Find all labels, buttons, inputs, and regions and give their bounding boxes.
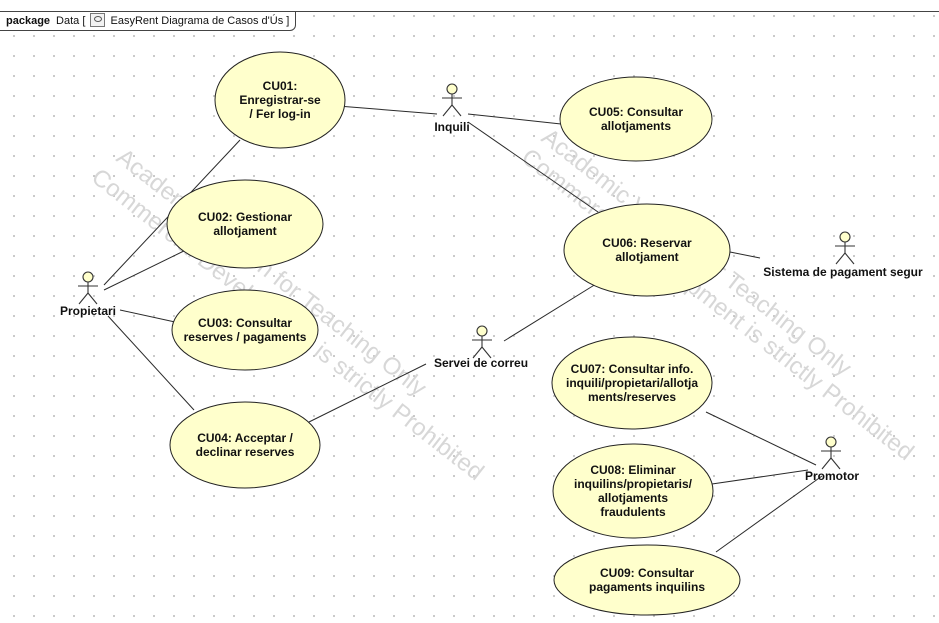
actor-label: Propietari bbox=[60, 304, 116, 318]
use-case-label: CU06: Reservar bbox=[602, 236, 692, 250]
use-case-label: CU01: bbox=[263, 79, 298, 93]
use-case-ellipse bbox=[559, 76, 713, 162]
use-case-label: inquilins/propietaris/ bbox=[574, 477, 693, 491]
use-case-ellipse bbox=[552, 443, 714, 539]
actor-inquili[interactable]: Inquili bbox=[434, 83, 470, 134]
use-case-label: CU02: Gestionar bbox=[198, 210, 292, 224]
actor-label: Promotor bbox=[805, 469, 859, 483]
use-case-ellipse bbox=[563, 203, 731, 297]
association-inquili-cu05 bbox=[467, 113, 562, 125]
use-case-ellipse bbox=[166, 179, 324, 269]
use-case-ellipse bbox=[169, 401, 321, 489]
package-name: Data [ bbox=[56, 15, 86, 27]
actor-propietari[interactable]: Propietari bbox=[60, 271, 116, 318]
use-case-ellipse bbox=[214, 51, 346, 149]
actor-icon bbox=[442, 83, 462, 117]
association-propietari-cu02 bbox=[103, 247, 191, 291]
use-case-label: allotjament bbox=[213, 224, 276, 238]
use-case-label: CU07: Consultar info. bbox=[571, 362, 694, 376]
use-case-label: pagaments inquilins bbox=[589, 580, 705, 594]
association-servei-cu04 bbox=[308, 363, 427, 423]
actor-icon bbox=[78, 271, 98, 305]
frame-border bbox=[0, 11, 939, 12]
association-inquili-cu01 bbox=[337, 105, 438, 115]
use-case-label: allotjaments bbox=[601, 119, 671, 133]
use-case-label: CU04: Acceptar / bbox=[197, 431, 293, 445]
actor-servei[interactable]: Servei de correu bbox=[434, 325, 528, 370]
diagram-icon bbox=[90, 13, 106, 27]
actor-label: Inquili bbox=[434, 120, 469, 134]
use-case-ellipse bbox=[551, 336, 713, 430]
package-frame-tab: package Data [ EasyRent Diagrama de Casos… bbox=[0, 11, 297, 31]
use-case-ellipse bbox=[553, 544, 741, 616]
actor-pagament[interactable]: Sistema de pagament segur bbox=[763, 231, 923, 279]
actor-icon bbox=[472, 325, 492, 359]
use-case-label: CU03: Consultar bbox=[198, 316, 292, 330]
use-case-cu04[interactable]: CU04: Acceptar /declinar reserves bbox=[169, 401, 321, 489]
actor-label: Sistema de pagament segur bbox=[763, 265, 923, 279]
package-keyword: package bbox=[6, 15, 51, 27]
use-case-label: fraudulents bbox=[600, 505, 666, 519]
use-case-label: CU08: Eliminar bbox=[590, 463, 676, 477]
use-case-cu01[interactable]: CU01:Enregistrar-se/ Fer log-in bbox=[214, 51, 346, 149]
association-promotor-cu07 bbox=[705, 411, 817, 466]
association-promotor-cu08 bbox=[711, 469, 809, 485]
use-case-label: ments/reserves bbox=[588, 390, 676, 404]
association-inquili-cu06 bbox=[467, 121, 599, 213]
use-case-cu07[interactable]: CU07: Consultar info.inquili/propietari/… bbox=[551, 336, 713, 430]
actor-label: Servei de correu bbox=[434, 356, 528, 370]
use-case-label: CU05: Consultar bbox=[589, 105, 683, 119]
associations bbox=[103, 105, 823, 553]
actor-promotor[interactable]: Promotor bbox=[805, 436, 859, 483]
use-case-label: CU09: Consultar bbox=[600, 566, 694, 580]
association-pagament-cu06 bbox=[729, 251, 761, 259]
actor-icon bbox=[835, 231, 855, 265]
use-case-ellipse bbox=[171, 289, 319, 371]
use-case-label: allotjaments bbox=[598, 491, 668, 505]
use-case-label: / Fer log-in bbox=[249, 107, 310, 121]
association-servei-cu06 bbox=[503, 283, 597, 342]
association-promotor-cu09 bbox=[715, 475, 823, 553]
diagram-name: EasyRent Diagrama de Casos d'Ús ] bbox=[110, 15, 290, 27]
association-propietari-cu04 bbox=[107, 315, 195, 411]
use-case-label: inquili/propietari/allotja bbox=[566, 376, 698, 390]
use-case-cu08[interactable]: CU08: Eliminarinquilins/propietaris/allo… bbox=[552, 443, 714, 539]
association-propietari-cu03 bbox=[119, 309, 176, 323]
use-case-label: Enregistrar-se bbox=[239, 93, 321, 107]
use-case-label: declinar reserves bbox=[196, 445, 295, 459]
use-case-label: reserves / pagaments bbox=[184, 330, 307, 344]
use-case-label: allotjament bbox=[615, 250, 678, 264]
actor-icon bbox=[821, 436, 841, 470]
